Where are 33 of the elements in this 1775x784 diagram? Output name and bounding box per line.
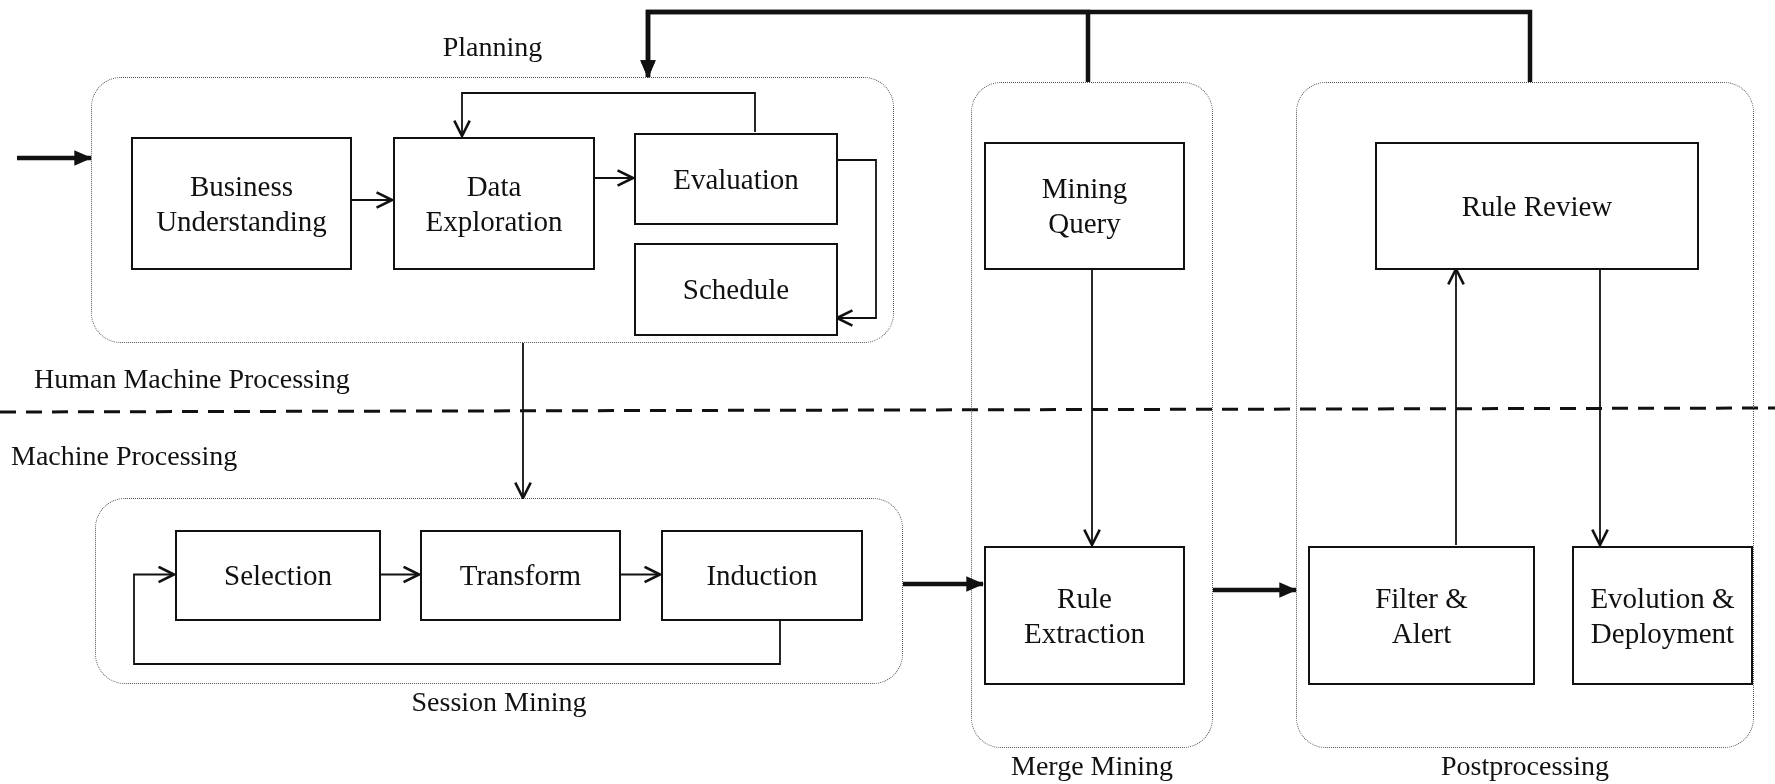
process-box: Selection xyxy=(175,530,381,621)
process-box: Mining Query xyxy=(984,142,1185,270)
group-title: Postprocessing xyxy=(1441,751,1609,781)
arrow xyxy=(133,565,781,665)
process-box: Evolution & Deployment xyxy=(1572,546,1753,685)
arrow xyxy=(835,159,877,327)
process-box: Rule Review xyxy=(1375,142,1699,270)
arrow xyxy=(903,576,985,592)
arrow xyxy=(379,565,421,584)
process-box: Induction xyxy=(661,530,863,621)
process-box: Data Exploration xyxy=(393,137,595,270)
group-title: Session Mining xyxy=(411,687,587,717)
arrow xyxy=(593,169,635,187)
arrow xyxy=(453,92,756,138)
group-title: Merge Mining xyxy=(1011,751,1173,781)
arrow xyxy=(1447,267,1465,546)
process-box: Evaluation xyxy=(634,133,838,225)
arrow xyxy=(640,9,1533,82)
process-box: Rule Extraction xyxy=(984,546,1185,685)
process-box: Filter & Alert xyxy=(1308,546,1535,685)
process-box: Transform xyxy=(420,530,621,621)
section-label: Human Machine Processing xyxy=(34,364,350,394)
group-title: Planning xyxy=(442,32,543,62)
arrow xyxy=(17,150,93,166)
arrow xyxy=(514,342,532,500)
arrow xyxy=(619,565,662,584)
arrow xyxy=(1591,268,1609,547)
arrow xyxy=(1083,268,1101,547)
process-box: Business Understanding xyxy=(131,137,352,270)
section-label: Machine Processing xyxy=(11,441,238,471)
arrow xyxy=(1213,582,1298,598)
process-box: Schedule xyxy=(634,243,838,336)
arrow xyxy=(350,191,394,209)
